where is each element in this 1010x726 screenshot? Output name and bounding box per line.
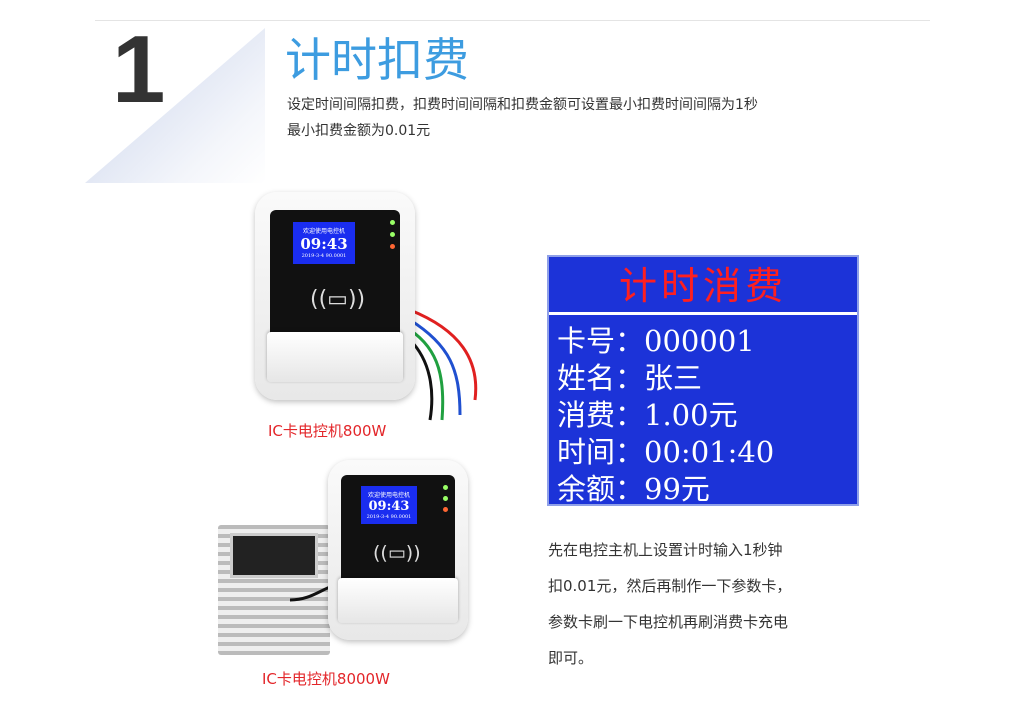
consumption-display: 计时消费 卡号：000001 姓名：张三 消费：1.00元 时间：00:01:4… — [547, 255, 859, 506]
note-line: 即可。 — [548, 649, 594, 667]
led-red — [390, 244, 395, 249]
subtitle-line: 设定时间间隔扣费，扣费时间间隔和扣费金额可设置最小扣费时间间隔为1秒 — [287, 97, 758, 113]
led-green — [443, 485, 448, 490]
screen-welcome: 欢迎使用电控机 — [302, 228, 345, 235]
row-value: 张三 — [644, 361, 703, 395]
display-row: 卡号：000001 — [549, 323, 857, 360]
note-line: 参数卡刷一下电控机再刷消费卡充电 — [548, 613, 789, 631]
divider-line — [95, 20, 930, 21]
relay — [230, 533, 318, 578]
row-value: 000001 — [644, 324, 755, 358]
row-value: 00:01:40 — [644, 435, 775, 469]
device-screen: 欢迎使用电控机 09:43 2019-3-4 90.0001 — [361, 486, 417, 524]
display-row: 时间：00:01:40 — [549, 434, 857, 471]
row-value: 99元 — [644, 472, 710, 506]
device-screen: 欢迎使用电控机 09:43 2019-3-4 90.0001 — [293, 222, 355, 264]
display-row: 姓名：张三 — [549, 360, 857, 397]
page-title: 计时扣费 — [285, 33, 469, 87]
subtitle: 设定时间间隔扣费，扣费时间间隔和扣费金额可设置最小扣费时间间隔为1秒 最小扣费金… — [287, 92, 758, 144]
section-number: 1 — [112, 16, 166, 123]
device-wires — [408, 308, 478, 421]
row-label: 姓名： — [557, 361, 645, 395]
rfid-icon: ((▭)) — [310, 287, 366, 312]
screen-time: 09:43 — [368, 499, 410, 514]
rfid-icon: ((▭)) — [373, 542, 421, 564]
product-label: IC卡电控机800W — [268, 422, 387, 440]
row-label: 消费： — [557, 398, 645, 432]
row-label: 卡号： — [557, 324, 645, 358]
screen-date: 2019-3-4 90.0001 — [301, 253, 347, 259]
card-pocket — [267, 332, 403, 382]
display-row: 余额：99元 — [549, 471, 857, 508]
ic-card-controller-800w: 欢迎使用电控机 09:43 2019-3-4 90.0001 ((▭)) — [255, 192, 415, 400]
note-line: 扣0.01元，然后再制作一下参数卡， — [548, 577, 792, 595]
row-label: 时间： — [557, 435, 645, 469]
screen-time: 09:43 — [300, 235, 348, 253]
row-label: 余额： — [557, 472, 645, 506]
screen-welcome: 欢迎使用电控机 — [367, 492, 410, 499]
led-green — [390, 220, 395, 225]
instructions-text: 先在电控主机上设置计时输入1秒钟 扣0.01元，然后再制作一下参数卡， 参数卡刷… — [548, 532, 848, 676]
led-red — [443, 507, 448, 512]
heat-sink — [218, 525, 330, 655]
note-line: 先在电控主机上设置计时输入1秒钟 — [548, 541, 783, 559]
ic-card-controller-8000w: 欢迎使用电控机 09:43 2019-3-4 90.0001 ((▭)) — [328, 460, 468, 640]
subtitle-line: 最小扣费金额为0.01元 — [287, 123, 431, 139]
display-header: 计时消费 — [549, 257, 857, 315]
led-green — [390, 232, 395, 237]
row-value: 1.00元 — [644, 398, 738, 432]
card-pocket — [338, 578, 458, 623]
screen-date: 2019-3-4 90.0001 — [366, 514, 412, 520]
led-green — [443, 496, 448, 501]
display-row: 消费：1.00元 — [549, 397, 857, 434]
product-label: IC卡电控机8000W — [262, 670, 390, 688]
